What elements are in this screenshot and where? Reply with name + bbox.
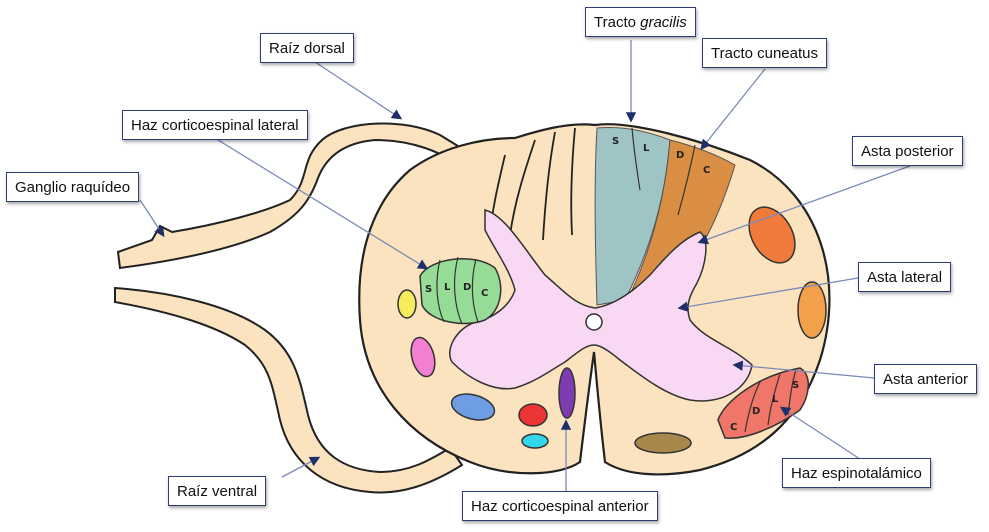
label-asta-anterior: Asta anterior	[874, 364, 977, 394]
lateral-letter-d: D	[463, 282, 471, 293]
tract-orange-lower	[798, 282, 826, 338]
label-raiz-ventral: Raíz ventral	[168, 476, 266, 506]
central-canal	[586, 314, 602, 330]
lateral-letter-s: S	[425, 284, 432, 295]
label-ganglio-raquideo: Ganglio raquídeo	[6, 172, 139, 202]
tract-red	[519, 404, 547, 426]
espino-letter-c: C	[730, 422, 737, 433]
label-tracto-gracilis-prefix: Tracto	[594, 14, 640, 31]
espino-letter-l: L	[772, 394, 779, 405]
leader-ganglio-raquideo	[140, 200, 163, 235]
espino-letter-d: D	[752, 406, 760, 417]
tract-brown	[635, 433, 691, 453]
haz-corticoespinal-anterior-area	[559, 368, 575, 418]
label-asta-posterior: Asta posterior	[852, 136, 963, 166]
label-haz-espinotalamico: Haz espinotalámico	[782, 458, 931, 488]
cuneatus-letter-c: C	[703, 165, 710, 176]
label-haz-corticoespinal-lateral: Haz corticoespinal lateral	[122, 110, 308, 140]
label-tracto-gracilis: Tracto gracilis	[585, 7, 696, 37]
tract-cyan	[522, 434, 548, 448]
leader-tracto-cuneatus	[702, 69, 765, 148]
label-tracto-gracilis-italic: gracilis	[640, 14, 687, 31]
label-raiz-dorsal: Raíz dorsal	[260, 33, 354, 63]
tract-yellow	[398, 290, 416, 318]
label-tracto-cuneatus: Tracto cuneatus	[702, 38, 827, 68]
label-asta-lateral: Asta lateral	[858, 262, 951, 292]
leader-haz-espinotalamico	[782, 408, 860, 459]
gracilis-letter-l: L	[643, 143, 650, 154]
label-haz-corticoespinal-anterior: Haz corticoespinal anterior	[462, 491, 658, 521]
gracilis-letter-s: S	[612, 136, 619, 147]
leader-raiz-dorsal	[315, 62, 400, 118]
cuneatus-letter-d: D	[676, 150, 684, 161]
lateral-letter-l: L	[444, 282, 451, 293]
lateral-letter-c: C	[481, 288, 488, 299]
espino-letter-s: S	[792, 380, 799, 391]
